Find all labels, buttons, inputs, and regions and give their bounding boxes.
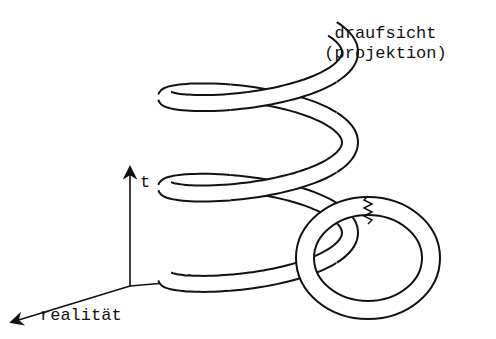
ring-projection — [305, 196, 431, 310]
axis-label: realität — [40, 306, 160, 326]
helix-edge — [166, 278, 230, 284]
helix-edge — [230, 75, 333, 102]
helix-face — [166, 278, 230, 284]
view-label: draufsicht (projektion) — [318, 24, 453, 64]
helix-face — [166, 97, 230, 103]
zigzag-mark — [364, 196, 372, 224]
helix-ribbon — [166, 29, 350, 284]
axis-label: t — [140, 173, 170, 193]
helix-edge — [166, 188, 230, 194]
helix-face — [166, 188, 230, 194]
time-axis — [129, 168, 131, 286]
helix-edge — [166, 97, 230, 103]
helix-face — [230, 166, 333, 193]
helix-edge — [230, 166, 333, 193]
helix-face — [332, 119, 350, 165]
helix-face — [230, 75, 333, 102]
helix-edge — [332, 119, 350, 165]
